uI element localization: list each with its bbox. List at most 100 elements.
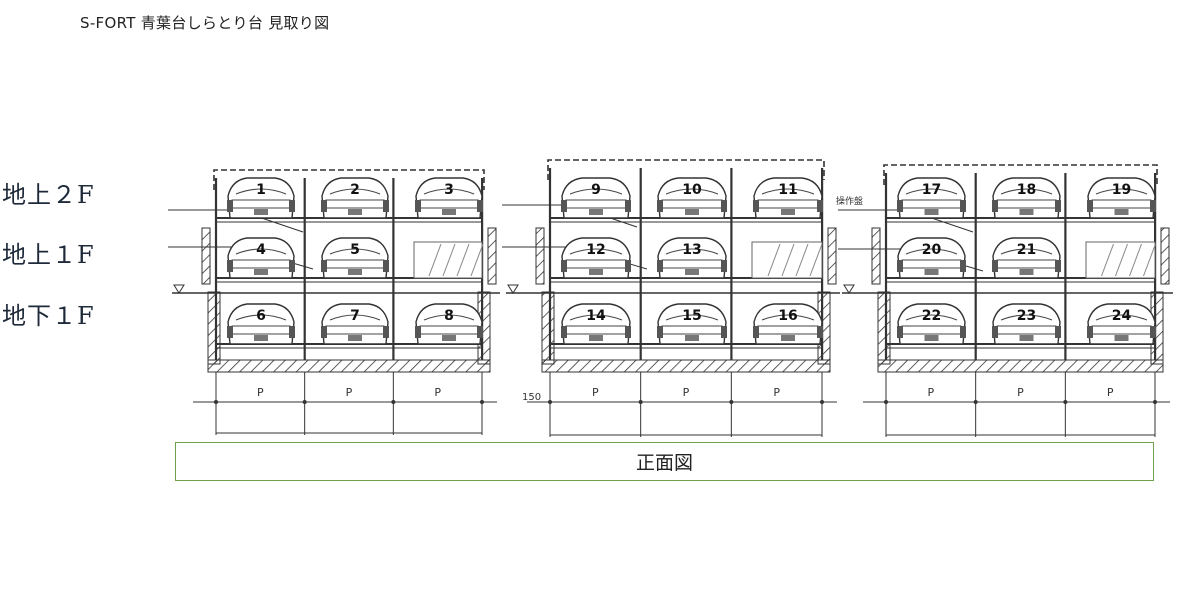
dimension-label: P xyxy=(773,386,780,399)
floor-label-ground-2f: 地上２F xyxy=(2,181,95,209)
car-icon xyxy=(897,303,966,345)
dimension-dot xyxy=(214,400,218,404)
car-icon xyxy=(1087,303,1156,345)
car-icon xyxy=(992,177,1061,219)
side-panel-left xyxy=(201,227,211,285)
control-panel-label: 操作盤 xyxy=(836,195,863,207)
empty-slot xyxy=(413,241,484,279)
slot-number: 9 xyxy=(591,182,601,198)
car-icon xyxy=(897,177,966,219)
parking-unit: 9 10 11 12 13 14 15 16P P P 150 xyxy=(502,159,840,437)
car-icon xyxy=(992,303,1061,345)
side-panel-right xyxy=(827,227,837,285)
car-icon xyxy=(897,237,966,279)
side-panel-left xyxy=(871,227,881,285)
pit-floor xyxy=(877,359,1164,373)
slot-number: 17 xyxy=(922,182,941,198)
slot-number: 24 xyxy=(1112,308,1132,324)
pit-wall-left xyxy=(207,291,221,365)
front-view-caption: 正面図 xyxy=(175,442,1154,481)
slot-number: 10 xyxy=(682,182,702,198)
car-icon xyxy=(1087,177,1156,219)
car-icon xyxy=(227,177,295,219)
slot-number: 21 xyxy=(1017,242,1036,258)
dimension-label: P xyxy=(683,386,690,399)
car-icon xyxy=(321,237,389,279)
car-icon xyxy=(561,237,631,279)
roof-outline xyxy=(213,169,485,190)
roof-outline xyxy=(547,159,825,180)
dimension-dot xyxy=(638,400,643,404)
dimension-label: P xyxy=(346,386,353,399)
floor-label-ground-1f: 地上１F xyxy=(2,241,95,269)
slot-number: 2 xyxy=(350,182,360,198)
dimension-label: P xyxy=(928,386,935,399)
car-icon xyxy=(657,237,727,279)
dimension-dot xyxy=(729,400,734,404)
slot-number: 4 xyxy=(256,242,266,258)
slot-number: 20 xyxy=(922,242,942,258)
slot-number: 16 xyxy=(778,308,797,324)
parking-unit: 17 18 19 20 21 22 23 24P P P 操作盤 xyxy=(836,164,1173,437)
dimension-dot xyxy=(1063,400,1068,404)
side-panel-left xyxy=(535,227,545,285)
dimension-dot xyxy=(480,400,484,404)
dimension-dot xyxy=(391,400,396,404)
dimension-dot xyxy=(302,400,307,404)
slot-number: 15 xyxy=(682,308,701,324)
slot-number: 7 xyxy=(350,308,360,324)
slot-number: 13 xyxy=(682,242,701,258)
car-icon xyxy=(657,303,727,345)
car-icon xyxy=(657,177,727,219)
car-icon xyxy=(415,303,483,345)
pit-floor xyxy=(541,359,831,373)
dimension-dot xyxy=(548,400,552,404)
document-title: S-FORT 青葉台しらとり台 見取り図 xyxy=(80,14,330,32)
pit-wall-left xyxy=(541,291,555,365)
slot-number: 3 xyxy=(444,182,454,198)
dimension-label: P xyxy=(592,386,599,399)
dimension-dot xyxy=(884,400,888,404)
car-icon xyxy=(321,303,389,345)
dimension-dot xyxy=(820,400,824,404)
car-icon xyxy=(753,177,823,219)
empty-slot xyxy=(1085,241,1156,279)
floor-label-basement-1f: 地下１F xyxy=(2,302,95,330)
pit-wall-left xyxy=(877,291,891,365)
pit-floor xyxy=(207,359,491,373)
dimension-dot xyxy=(1153,400,1157,404)
ground-level-marker xyxy=(173,284,185,294)
slot-number: 6 xyxy=(256,308,266,324)
slot-number: 5 xyxy=(350,242,360,258)
ground-level-marker xyxy=(843,284,855,294)
car-icon xyxy=(227,237,295,279)
car-icon xyxy=(561,303,631,345)
slot-number: 22 xyxy=(922,308,941,324)
slot-number: 1 xyxy=(256,182,266,198)
slot-number: 19 xyxy=(1112,182,1131,198)
car-icon xyxy=(753,303,823,345)
car-icon xyxy=(321,177,389,219)
slot-number: 14 xyxy=(586,308,606,324)
side-panel-right xyxy=(1160,227,1170,285)
slot-number: 18 xyxy=(1017,182,1036,198)
slot-number: 23 xyxy=(1017,308,1036,324)
empty-slot xyxy=(751,241,823,279)
ground-level-marker xyxy=(507,284,519,294)
dimension-label: P xyxy=(257,386,264,399)
dimension-label: P xyxy=(434,386,441,399)
dimension-label: P xyxy=(1107,386,1114,399)
dimension-150-label: 150 xyxy=(522,392,541,403)
dimension-label: P xyxy=(1017,386,1024,399)
slot-number: 11 xyxy=(778,182,797,198)
dimension-dot xyxy=(973,400,978,404)
side-panel-right xyxy=(487,227,497,285)
car-icon xyxy=(561,177,631,219)
car-icon xyxy=(415,177,483,219)
roof-outline xyxy=(883,164,1158,185)
slot-number: 12 xyxy=(586,242,605,258)
car-icon xyxy=(992,237,1061,279)
car-icon xyxy=(227,303,295,345)
